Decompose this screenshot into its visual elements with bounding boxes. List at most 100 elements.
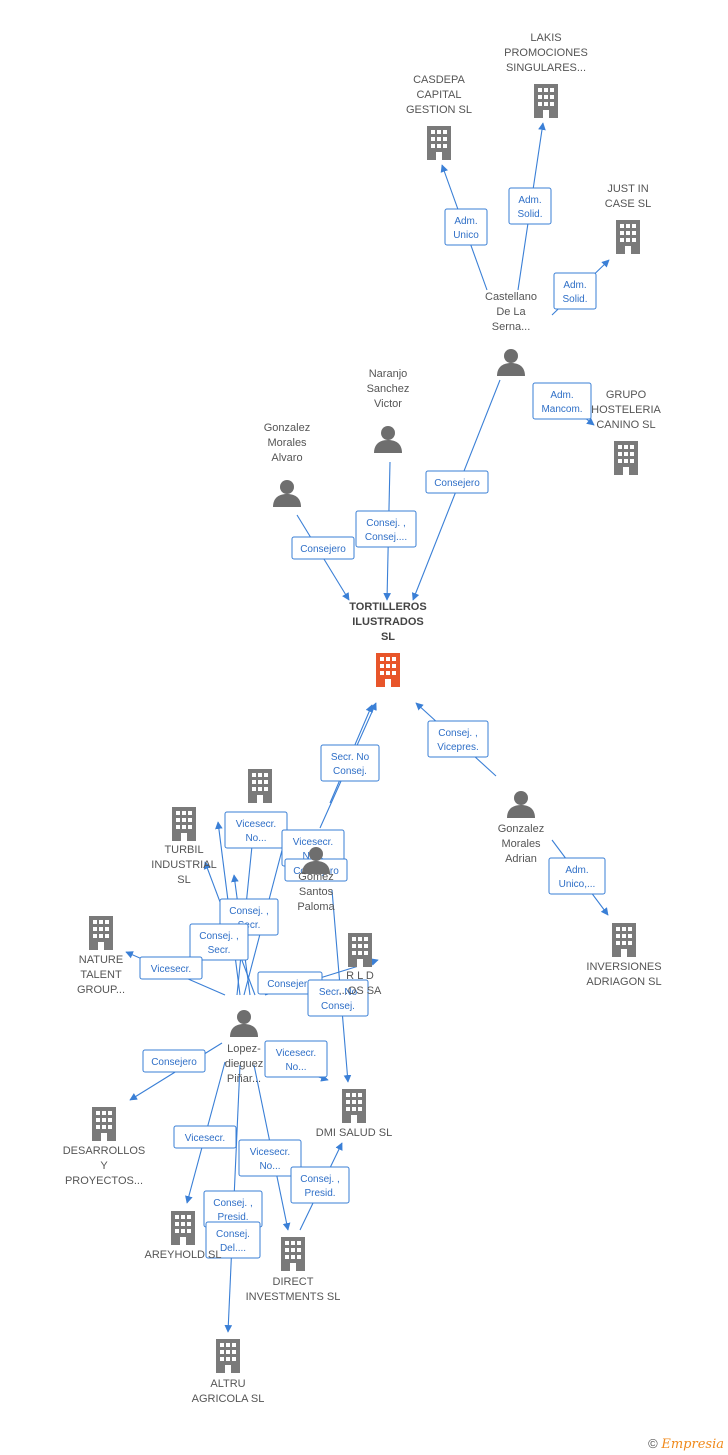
edge-label-box [508,187,552,225]
person-icon [497,349,525,376]
edge-label-vicesecr-no-dmi[interactable]: Vicesecr.No... [264,1040,328,1078]
edge-label-text: Vicepres. [437,742,479,753]
edge-label-text: Consej. , [366,518,405,529]
node-casdepa[interactable]: CASDEPA CAPITAL GESTION SL [406,74,472,160]
node-nature[interactable]: NATURETALENTGROUP... [77,916,125,996]
edge-label-text: Consej. , [213,1198,252,1209]
node-label: GESTION SL [406,104,472,116]
edge-label-text: Adm. [454,216,477,227]
node-areyhold[interactable]: AREYHOLD SL [144,1211,222,1261]
building-icon [614,441,638,475]
edge-label-consej-naranjo[interactable]: Consej. , Consej.... [355,510,417,548]
edge-label-adm-solid-lakis[interactable]: Adm.Solid. [508,187,552,225]
edge-label-consej-secr-2[interactable]: Consej. ,Secr. [189,923,249,961]
edge-label-text: Consej.... [365,532,407,543]
node-label: INVERSIONES [586,961,661,973]
edge-label-box [290,1166,350,1204]
edge-label-consejero-desarrollos[interactable]: Consejero [142,1049,206,1073]
node-label: Adrian [505,853,537,865]
edge-label-vicesecr-no-direct[interactable]: Vicesecr. No... [238,1139,302,1177]
building-icon [534,84,558,118]
node-label: INVESTMENTS SL [246,1291,341,1303]
edge-label-box [291,536,355,560]
edge-label-consej-vicepres[interactable]: Consej. , Vicepres. [427,720,489,758]
edge-label-vicesecr-areyhold[interactable]: Vicesecr. [173,1125,237,1149]
edge-label-adm-mancom[interactable]: Adm.Mancom. [532,382,592,420]
node-label: CAPITAL [416,89,461,101]
edge-label-text: Secr. [238,920,261,931]
edge-label-text: Consej. , [438,728,477,739]
connection-lines [125,122,610,1333]
edge-label-text: Adm. [518,195,541,206]
node-label: Naranjo [369,368,408,380]
edge-label-adm-unico-adrian[interactable]: Adm.Unico,... [548,857,606,895]
edge-label-text: Vicesecr. [250,1147,290,1158]
node-label: Sanchez [367,383,410,395]
node-label: ...OS SA [339,985,382,997]
edge-label-vicesecr-nature[interactable]: Vicesecr. [139,956,203,980]
node-label: dieguez [225,1058,264,1070]
edge-label-text: No... [259,1161,280,1172]
edge-label-adm-unico-casdepa[interactable]: Adm.Unico [444,208,488,246]
node-label: Gomez [298,871,333,883]
brand-initial: E [661,1437,671,1452]
edge-label-vicesecr-no-1[interactable]: Vicesecr.No... [224,811,288,849]
node-mid_company[interactable] [248,769,272,803]
node-desarrollos[interactable]: DESARROLLOSYPROYECTOS... [63,1107,146,1187]
edge-label-text: Adm. [563,280,586,291]
node-label: PROMOCIONES [504,47,588,59]
empresia-brand[interactable]: © Empresia [648,1436,724,1452]
node-label: TURBIL [164,844,203,856]
edge-label-text: No... [285,1062,306,1073]
node-label: Paloma [297,901,335,913]
node-label: SL [381,631,395,643]
node-label: Gonzalez [498,823,544,835]
edge-label-text: Consej. , [229,906,268,917]
node-label: Morales [267,437,307,449]
node-lopez[interactable]: Lopez-dieguezPiñar... [225,1010,264,1085]
node-label: DESARROLLOS [63,1145,146,1157]
node-label: Serna... [492,321,531,333]
building-icon [216,1339,240,1373]
edge-label-consej-presid-direct[interactable]: Consej. ,Presid. [290,1166,350,1204]
edge-label-consej-del-altru[interactable]: Consej.Del.... [205,1221,261,1259]
edge-label-text: Adm. [550,390,573,401]
node-label: LAKIS [530,32,561,44]
building-icon [92,1107,116,1141]
node-rld[interactable]: R L D...OS SA [339,933,382,997]
node-lakis[interactable]: LAKISPROMOCIONESSINGULARES... [504,32,588,118]
person-icon [507,791,535,818]
edge-label-consejero-castellano[interactable]: Consejero [425,470,489,494]
node-label: NATURE [79,954,123,966]
node-label: Alvaro [271,452,302,464]
edge-label-text: Presid. [217,1212,248,1223]
edge-label-text: Consejero [267,979,313,990]
edge-label-box [205,1221,261,1259]
role-labels: Adm.UnicoAdm.Solid.Adm.Solid.Adm.Mancom.… [139,187,606,1259]
edge-label-box [425,470,489,494]
node-label: DMI SALUD SL [316,1127,392,1139]
edge-label-box [548,857,606,895]
node-dmisalud[interactable]: DMI SALUD SL [316,1089,392,1139]
node-label: CASDEPA [413,74,465,86]
edge-label-consejero-alvaro[interactable]: Consejero [291,536,355,560]
edge-label-adm-solid-justin[interactable]: Adm.Solid. [553,272,597,310]
edge-label-box [444,208,488,246]
edge-label-text: Vicesecr. [185,1133,225,1144]
